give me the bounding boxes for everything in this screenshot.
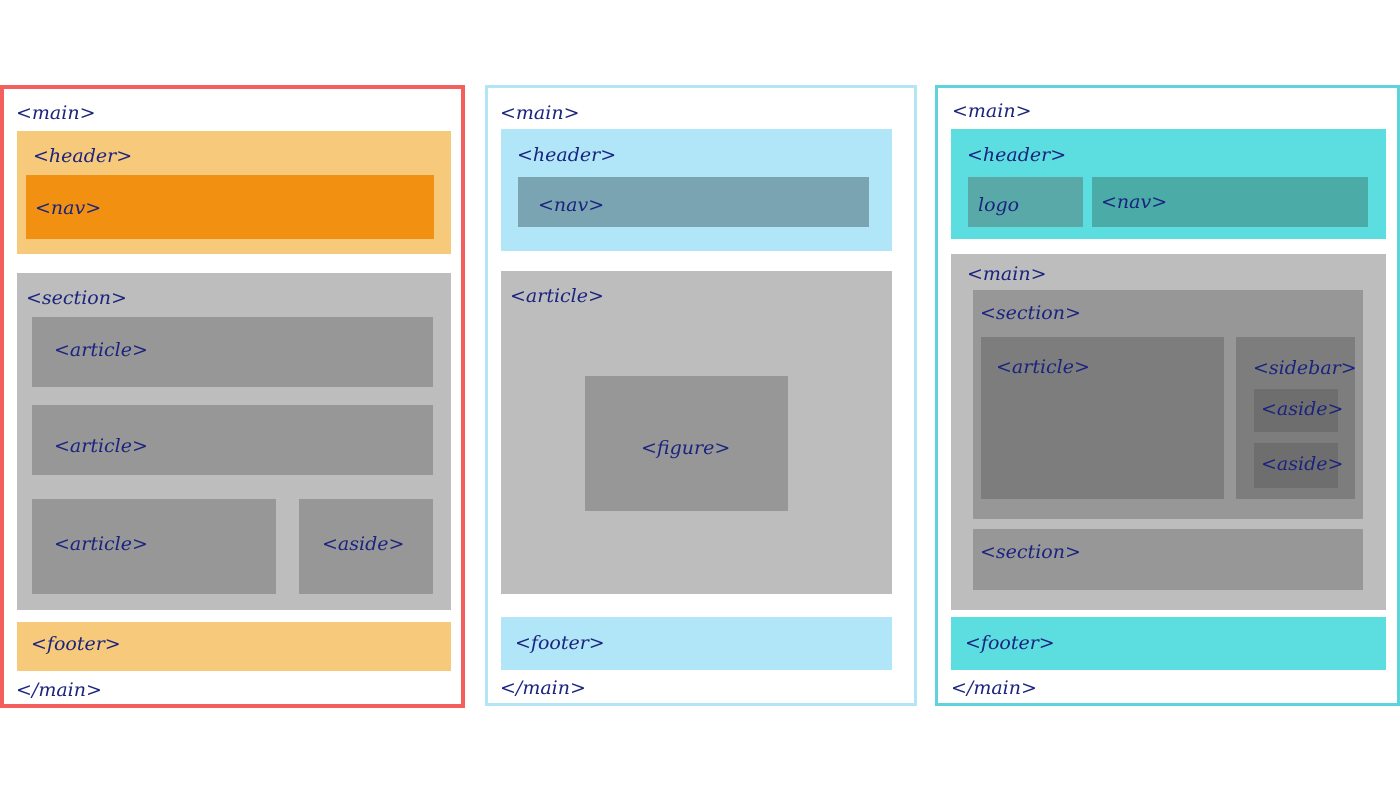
layout-3-main-open: <main> bbox=[952, 100, 1032, 122]
layout-2-figure-label: <figure> bbox=[641, 437, 731, 459]
layout-1-main-close: </main> bbox=[16, 679, 102, 701]
layout-3-nav bbox=[1092, 177, 1368, 227]
layout-2-main-close: </main> bbox=[500, 677, 586, 699]
layout-1-header-label: <header> bbox=[33, 145, 133, 167]
layout-2-figure bbox=[585, 376, 788, 511]
layout-3-aside-2 bbox=[1254, 443, 1338, 488]
layout-1-main-open: <main> bbox=[16, 102, 96, 124]
layout-1-article-3 bbox=[32, 499, 276, 594]
layout-3-main-close: </main> bbox=[951, 677, 1037, 699]
layout-1-article-3-label: <article> bbox=[54, 533, 148, 555]
layout-3-section-2-label: <section> bbox=[980, 541, 1081, 563]
layout-2-nav bbox=[518, 177, 869, 227]
layout-3-logo-label: logo bbox=[978, 194, 1020, 216]
layout-1-article-2-label: <article> bbox=[54, 435, 148, 457]
layout-3-header-label: <header> bbox=[967, 144, 1067, 166]
layout-2-footer bbox=[501, 617, 892, 670]
layout-3-article-label: <article> bbox=[996, 356, 1090, 378]
layout-1-section-label: <section> bbox=[26, 287, 127, 309]
layout-2-header-label: <header> bbox=[517, 144, 617, 166]
layout-2-footer-label: <footer> bbox=[515, 632, 605, 654]
layout-3-aside-1-label: <aside> bbox=[1261, 398, 1344, 420]
layout-1-article-1 bbox=[32, 317, 433, 387]
layout-3-article bbox=[981, 337, 1224, 499]
layout-2-article-label: <article> bbox=[510, 285, 604, 307]
layout-3-logo bbox=[968, 177, 1083, 227]
layout-1-aside bbox=[299, 499, 433, 594]
layout-2-nav-label: <nav> bbox=[538, 194, 605, 216]
layout-3-section-2 bbox=[973, 529, 1363, 590]
layout-1-aside-label: <aside> bbox=[322, 533, 405, 555]
layout-3-sidebar-label: <sidebar> bbox=[1253, 357, 1357, 379]
layout-1-nav-label: <nav> bbox=[35, 197, 102, 219]
layout-3-aside-2-label: <aside> bbox=[1261, 453, 1344, 475]
layout-3-aside-1 bbox=[1254, 389, 1338, 432]
layout-3-nav-label: <nav> bbox=[1101, 191, 1168, 213]
layout-1-nav bbox=[26, 175, 434, 239]
layout-1-footer bbox=[17, 622, 451, 671]
layout-1-footer-label: <footer> bbox=[31, 633, 121, 655]
layout-3-footer bbox=[951, 617, 1386, 670]
layout-3-section-1-label: <section> bbox=[980, 302, 1081, 324]
layout-3-inner-main-label: <main> bbox=[967, 263, 1047, 285]
layout-3-footer-label: <footer> bbox=[965, 632, 1055, 654]
layout-1-article-2 bbox=[32, 405, 433, 475]
layout-1-article-1-label: <article> bbox=[54, 339, 148, 361]
layout-2-main-open: <main> bbox=[500, 102, 580, 124]
